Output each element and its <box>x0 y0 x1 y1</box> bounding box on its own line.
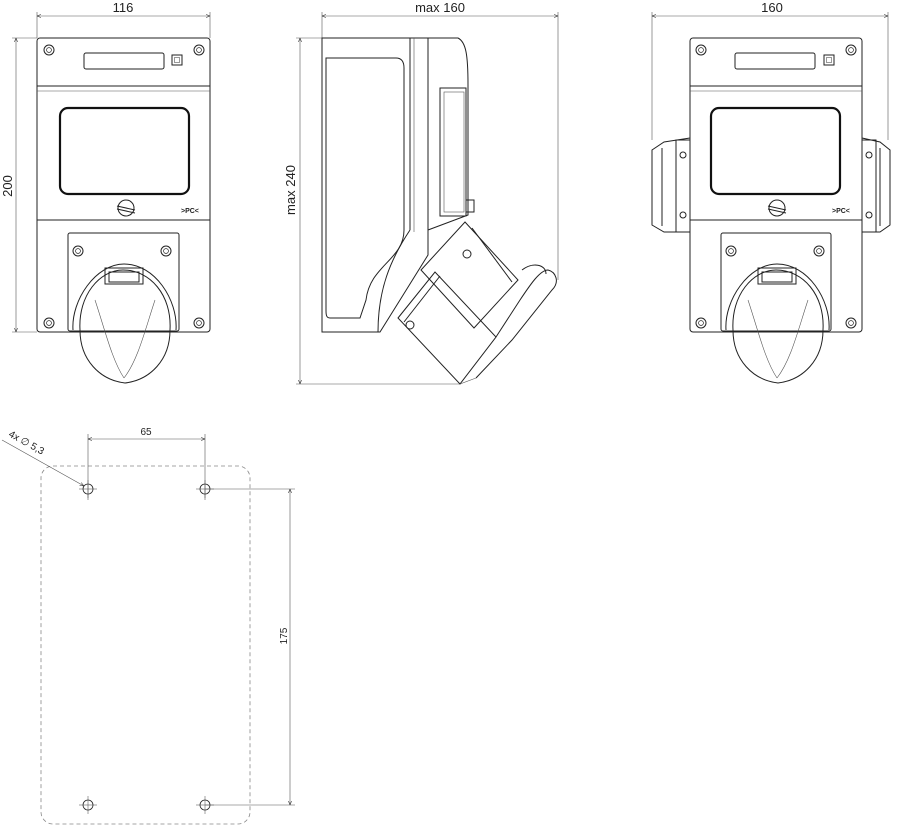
inspection-window <box>58 106 191 196</box>
front-width-label: 116 <box>113 0 134 15</box>
screw-icon <box>695 44 707 56</box>
screw-icon <box>845 317 857 329</box>
front-height-dimension: 200 <box>0 37 37 333</box>
bracket-width-label: 160 <box>761 0 783 15</box>
indicator-square <box>171 54 183 66</box>
latch-screw-icon <box>767 199 787 217</box>
front-marking: >PC< <box>181 208 199 215</box>
socket-plate <box>720 232 832 332</box>
template-outline <box>40 465 251 825</box>
socket-lid <box>72 263 177 384</box>
label-slot <box>734 52 816 70</box>
side-depth-dimension: max 160 <box>321 0 559 280</box>
side-depth-label: max 160 <box>415 0 465 15</box>
indicator-square <box>823 54 835 66</box>
socket-lid <box>725 263 830 384</box>
socket-plate <box>67 232 180 332</box>
hole-spacing-dimension: 65 <box>87 427 206 500</box>
housing-outline <box>36 37 211 333</box>
side-height-dimension: max 240 <box>283 37 460 385</box>
bracket-width-dimension: 160 <box>651 0 889 140</box>
housing-outline <box>689 37 863 333</box>
front-width-dimension: 116 <box>36 0 211 38</box>
side-height-label: max 240 <box>283 165 298 215</box>
vertical-spacing-dimension: 175 <box>205 488 295 806</box>
screw-icon <box>43 317 55 329</box>
front-view: 116 200 >PC< <box>0 0 211 384</box>
front-view-brackets: 160 >PC< <box>651 0 891 384</box>
front-height-label: 200 <box>0 175 15 197</box>
left-bracket <box>651 137 691 233</box>
screw-icon <box>813 245 825 257</box>
vertical-spacing-label: 175 <box>279 627 290 644</box>
side-housing <box>321 37 469 333</box>
bracket-marking: >PC< <box>832 208 850 215</box>
hole-spacing-label: 65 <box>140 427 152 438</box>
screw-icon <box>725 245 737 257</box>
screw-icon <box>160 245 172 257</box>
screw-icon <box>193 44 205 56</box>
latch-screw-icon <box>116 199 136 217</box>
right-bracket <box>861 137 891 233</box>
side-view: max 160 max 240 <box>283 0 559 385</box>
label-slot <box>83 52 165 70</box>
screw-icon <box>193 317 205 329</box>
inspection-window <box>709 106 842 196</box>
screw-icon <box>845 44 857 56</box>
hole-callout: 4x ∅ 5,3 <box>1 429 84 486</box>
screw-icon <box>72 245 84 257</box>
mounting-template: 65 175 4x ∅ 5,3 <box>1 427 295 825</box>
screw-icon <box>695 317 707 329</box>
screw-icon <box>43 44 55 56</box>
mounting-hole-icon <box>78 795 98 815</box>
side-socket <box>397 221 557 385</box>
